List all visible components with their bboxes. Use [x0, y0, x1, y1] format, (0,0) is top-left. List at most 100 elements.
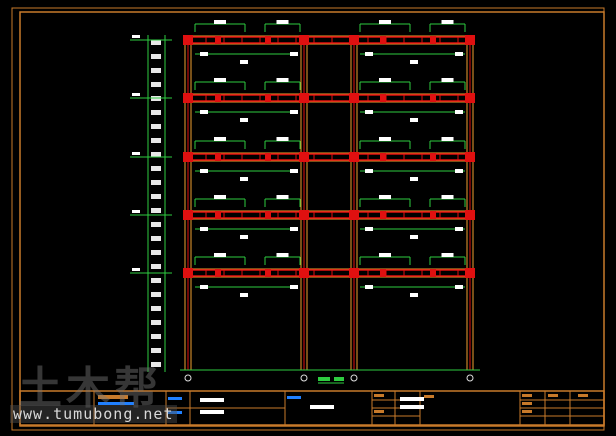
annotation-text [365, 285, 373, 289]
title-label-mark [522, 402, 532, 405]
beam-hoop-dense [380, 153, 386, 161]
title-label-mark [548, 394, 558, 397]
annotation-text [455, 52, 463, 56]
annotation-text [240, 177, 248, 181]
elevation-mark [151, 334, 161, 339]
dimension-text [441, 137, 454, 141]
elevation-mark [151, 54, 161, 59]
beam-column-joint [299, 35, 309, 45]
watermark-logo: 土木帮 [18, 363, 162, 414]
beam-column-joint [299, 93, 309, 103]
dimension-text [214, 137, 226, 141]
elevation-mark [151, 166, 161, 171]
beam-hoop-dense [380, 211, 386, 219]
annotation-text [455, 169, 463, 173]
beam-hoop-dense [215, 153, 221, 161]
elevation-mark [151, 110, 161, 115]
drawing-scale [334, 377, 344, 381]
beam-column-joint [465, 93, 475, 103]
annotation-text [290, 169, 298, 173]
title-text-mark [310, 405, 334, 409]
annotation-text [410, 177, 418, 181]
annotation-text [410, 118, 418, 122]
beam-column-joint [465, 210, 475, 220]
beam-hoop-dense [215, 94, 221, 102]
title-label-mark [374, 394, 384, 397]
annotation-text [290, 52, 298, 56]
beam-column-joint [349, 35, 359, 45]
annotation-text [200, 52, 208, 56]
title-school-mark [98, 395, 128, 399]
title-label-mark [424, 395, 434, 398]
annotation-text [455, 285, 463, 289]
dimension-text [276, 195, 289, 199]
elevation-mark [151, 40, 161, 45]
elevation-mark [151, 194, 161, 199]
annotation-text [365, 110, 373, 114]
beam-column-joint [299, 268, 309, 278]
annotation-text [200, 285, 208, 289]
beam-hoop-dense [430, 211, 436, 219]
title-text-mark [200, 410, 224, 414]
beam-hoop-dense [430, 153, 436, 161]
elevation-mark [151, 236, 161, 241]
beam-hoop-dense [265, 153, 271, 161]
title-label-mark [522, 394, 532, 397]
dimension-text [379, 195, 391, 199]
beam-column-joint [349, 268, 359, 278]
beam-column-joint [299, 152, 309, 162]
title-label-mark [374, 410, 384, 413]
annotation-text [240, 118, 248, 122]
title-label-mark [522, 410, 532, 413]
elevation-mark [151, 264, 161, 269]
annotation-text [200, 227, 208, 231]
annotation-text [290, 285, 298, 289]
elevation-mark [151, 278, 161, 283]
annotation-text [365, 169, 373, 173]
annotation-text [200, 169, 208, 173]
dimension-text [379, 78, 391, 82]
beam-column-joint [349, 152, 359, 162]
dimension-text [379, 137, 391, 141]
dimension-text [441, 253, 454, 257]
elevation-mark [151, 124, 161, 129]
axis-bubble [300, 374, 308, 382]
beam-hoop-dense [265, 36, 271, 44]
dimension-text [214, 253, 226, 257]
dimension-text [214, 20, 226, 24]
elevation-mark [151, 222, 161, 227]
title-school-sub [98, 402, 134, 405]
title-blue-mark [287, 396, 301, 399]
beam-hoop-dense [265, 269, 271, 277]
dimension-text [441, 78, 454, 82]
elevation-mark [151, 306, 161, 311]
level-text [132, 210, 140, 213]
beam-column-joint [183, 93, 193, 103]
annotation-text [290, 227, 298, 231]
level-text [132, 93, 140, 96]
annotation-text [240, 293, 248, 297]
annotation-text [410, 235, 418, 239]
beam-hoop-dense [380, 94, 386, 102]
beam-hoop-dense [215, 211, 221, 219]
title-text-mark [400, 405, 424, 409]
elevation-mark [151, 68, 161, 73]
level-text [132, 152, 140, 155]
title-text-mark [400, 397, 424, 401]
dimension-text [276, 137, 289, 141]
title-blue-mark [168, 411, 182, 414]
dimension-text [276, 78, 289, 82]
beam-hoop-dense [215, 36, 221, 44]
beam-column-joint [465, 152, 475, 162]
axis-bubble [466, 374, 474, 382]
elevation-mark [151, 82, 161, 87]
beam-hoop-dense [430, 269, 436, 277]
beam-column-joint [183, 210, 193, 220]
annotation-text [410, 293, 418, 297]
level-text [132, 268, 140, 271]
beam-column-joint [299, 210, 309, 220]
elevation-mark [151, 292, 161, 297]
beam-column-joint [465, 35, 475, 45]
